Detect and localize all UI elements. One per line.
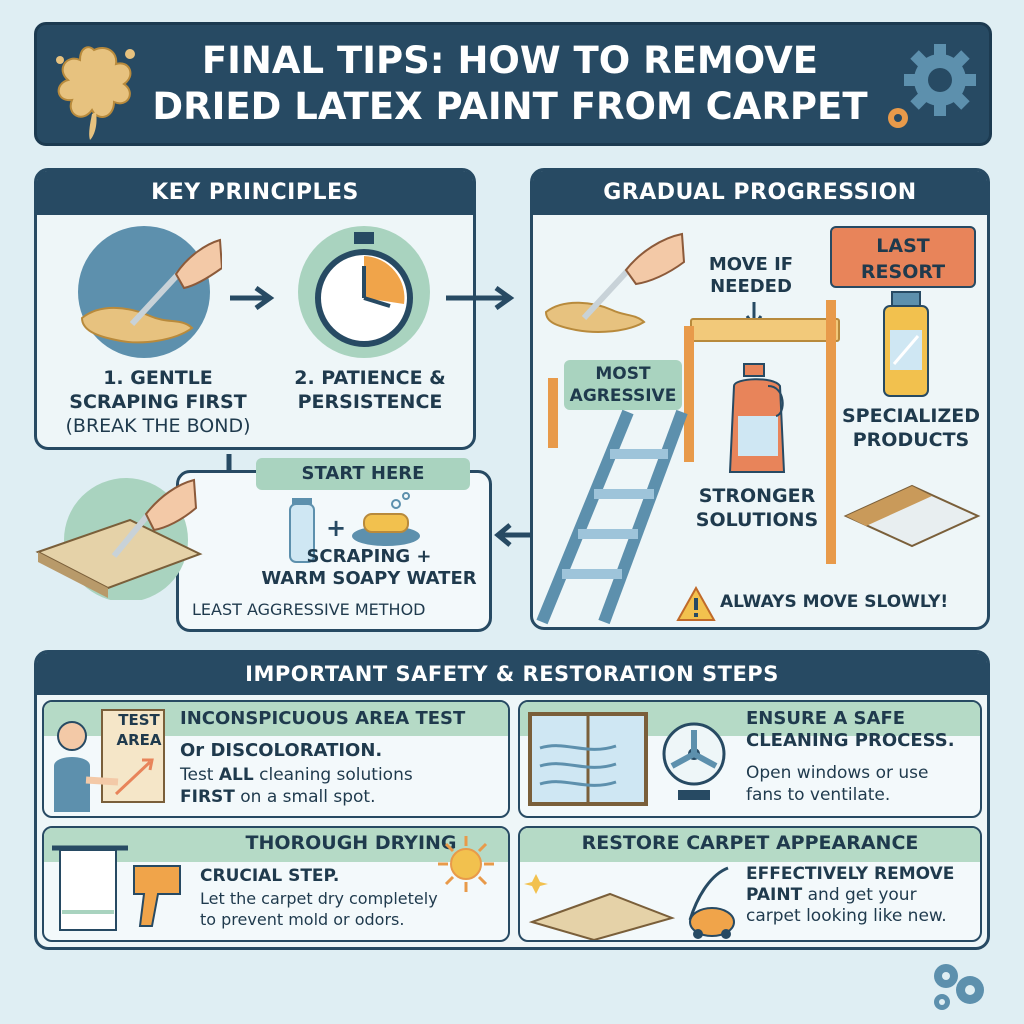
warning-text: ALWAYS MOVE SLOWLY! bbox=[720, 592, 949, 612]
detergent-jug-icon bbox=[728, 363, 786, 473]
stronger-solutions-label: STRONGER SOLUTIONS bbox=[695, 485, 819, 531]
rack-post-right bbox=[826, 300, 836, 564]
drying-body: Let the carpet dry completely to prevent… bbox=[200, 889, 438, 929]
carpet-scraping-icon bbox=[35, 478, 203, 600]
chemical-bottle-icon bbox=[883, 291, 929, 397]
scraping-knife-icon bbox=[78, 226, 222, 358]
least-aggressive-label: LEAST AGGRESSIVE METHOD bbox=[192, 600, 426, 619]
test-subtitle: Or DISCOLORATION. bbox=[180, 740, 383, 761]
rack-post-small bbox=[548, 378, 558, 448]
rack-post-left bbox=[684, 326, 694, 462]
sun-icon bbox=[438, 836, 494, 892]
drying-title: THOROUGH DRYING bbox=[245, 832, 457, 854]
person-test-sign-icon bbox=[54, 709, 165, 812]
platform-bar bbox=[690, 318, 840, 342]
restore-title: RESTORE CARPET APPEARANCE bbox=[581, 832, 919, 854]
test-title: INCONSPICUOUS AREA TEST bbox=[180, 708, 466, 729]
arrow-left-icon bbox=[494, 523, 530, 547]
title-banner bbox=[34, 22, 992, 146]
carpet-swatch-icon bbox=[843, 484, 981, 548]
scraping-knife-icon bbox=[544, 232, 686, 333]
paint-splat-icon bbox=[56, 46, 135, 140]
start-here-panel bbox=[176, 470, 492, 632]
move-if-needed-label: MOVE IF NEEDED bbox=[708, 254, 794, 297]
specialized-products-label: SPECIALIZED PRODUCTS bbox=[841, 405, 980, 451]
gear-icon bbox=[888, 44, 976, 128]
test-area-sign: TEST AREA bbox=[116, 711, 162, 749]
step2-label: 2. PATIENCE & PERSISTENCE bbox=[294, 367, 446, 413]
last-resort-tag: LAST RESORT bbox=[830, 226, 976, 288]
water-bottle-soap-icon: + bbox=[289, 492, 420, 563]
carpet-vacuum-icon bbox=[524, 866, 735, 940]
svg-text:+: + bbox=[326, 514, 346, 542]
warning-icon bbox=[676, 586, 716, 621]
arrow-right-icon bbox=[230, 286, 275, 310]
most-aggressive-tag: MOST AGRESSIVE bbox=[564, 360, 682, 410]
key-principles-heading: KEY PRINCIPLES bbox=[37, 171, 473, 215]
ladder-icon bbox=[536, 409, 688, 625]
safety-heading: IMPORTANT SAFETY & RESTORATION STEPS bbox=[37, 653, 987, 695]
drying-subtitle: CRUCIAL STEP. bbox=[200, 866, 340, 886]
step1-label: 1. GENTLE SCRAPING FIRST (BREAK THE BOND… bbox=[65, 367, 251, 437]
gradual-progression-heading: GRADUAL PROGRESSION bbox=[533, 171, 987, 215]
restore-heading: EFFECTIVELY REMOVE bbox=[746, 864, 955, 884]
start-here-tag: START HERE bbox=[256, 458, 470, 490]
safe-process-title: ENSURE A SAFE CLEANING PROCESS. bbox=[746, 708, 955, 751]
restore-body: PAINT and get your carpet looking like n… bbox=[746, 885, 947, 926]
window-fan-icon bbox=[528, 712, 726, 806]
gears-icon bbox=[934, 964, 984, 1010]
start-method-label: SCRAPING + WARM SOAPY WATER bbox=[261, 546, 477, 589]
safe-process-body: Open windows or use fans to ventilate. bbox=[746, 763, 929, 805]
test-body: Test ALL cleaning solutions FIRST on a s… bbox=[180, 765, 413, 807]
drying-card bbox=[42, 826, 510, 942]
towel-dryer-icon bbox=[52, 845, 181, 931]
arrow-right-icon bbox=[446, 286, 515, 310]
stopwatch-icon bbox=[298, 226, 430, 358]
page-title: Final Tips: How to Remove Dried Latex Pa… bbox=[152, 39, 868, 128]
